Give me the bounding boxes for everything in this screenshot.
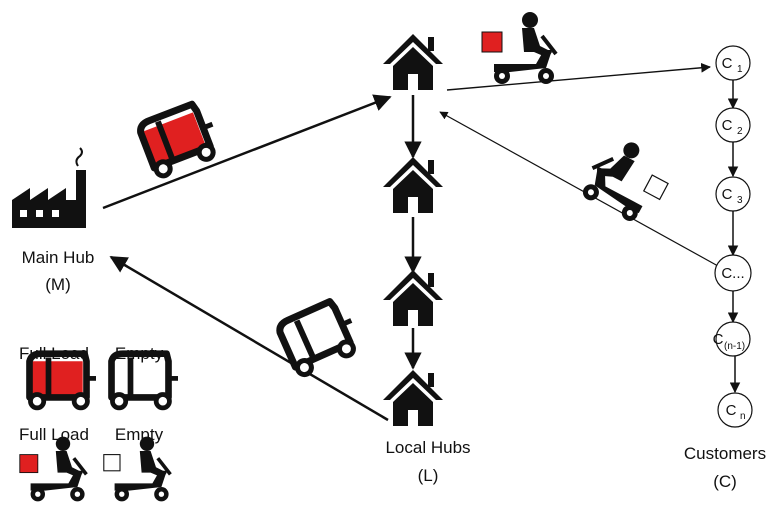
customer-node: C 1	[715, 45, 751, 81]
svg-text:3: 3	[737, 195, 743, 206]
local-hub-house-icon	[383, 34, 443, 90]
customer-node: C...	[714, 254, 752, 292]
arrow-main-to-local	[102, 94, 392, 210]
scooter-full-icon	[481, 10, 558, 86]
factory-icon	[12, 147, 86, 228]
customer-node: C (n-1)	[713, 321, 751, 357]
local-hub-house-icon	[383, 270, 443, 326]
arrow-cdots-to-hub	[439, 111, 719, 267]
svg-text:C: C	[713, 331, 724, 348]
svg-text:1: 1	[737, 64, 743, 75]
svg-text:C: C	[722, 186, 733, 203]
legend-tuk-tuk-full-icon	[29, 354, 96, 408]
customer-node: C n	[717, 392, 753, 428]
svg-text:n: n	[740, 411, 746, 422]
svg-text:C: C	[722, 117, 733, 134]
legend-full-load-label: Full Load	[19, 425, 89, 444]
arrow-local-to-main	[109, 255, 389, 422]
svg-text:2: 2	[737, 126, 743, 137]
scooter-empty-icon	[578, 131, 669, 229]
local-hubs-code: (L)	[418, 466, 439, 485]
tuk-tuk-full-icon	[138, 100, 224, 178]
local-hub-house-icon	[383, 370, 443, 426]
svg-text:C...: C...	[721, 265, 744, 282]
legend-empty-label: Empty	[115, 425, 164, 444]
legend-scooter-full-icon	[19, 434, 89, 504]
svg-text:(n-1): (n-1)	[724, 341, 745, 352]
svg-text:C: C	[726, 402, 737, 419]
customer-node: C 2	[715, 107, 751, 143]
main-hub-label: Main Hub	[22, 248, 95, 267]
local-hub-house-icon	[383, 157, 443, 213]
customers-code: (C)	[713, 472, 737, 491]
tuk-tuk-empty-icon	[277, 297, 364, 378]
main-hub-code: (M)	[45, 275, 70, 294]
arrow-hub-to-c1	[446, 62, 711, 91]
customers-label: Customers	[684, 444, 766, 463]
local-hubs-label: Local Hubs	[385, 438, 470, 457]
legend-scooter-empty-icon	[103, 434, 173, 504]
customer-node: C 3	[715, 176, 751, 212]
svg-text:C: C	[722, 55, 733, 72]
